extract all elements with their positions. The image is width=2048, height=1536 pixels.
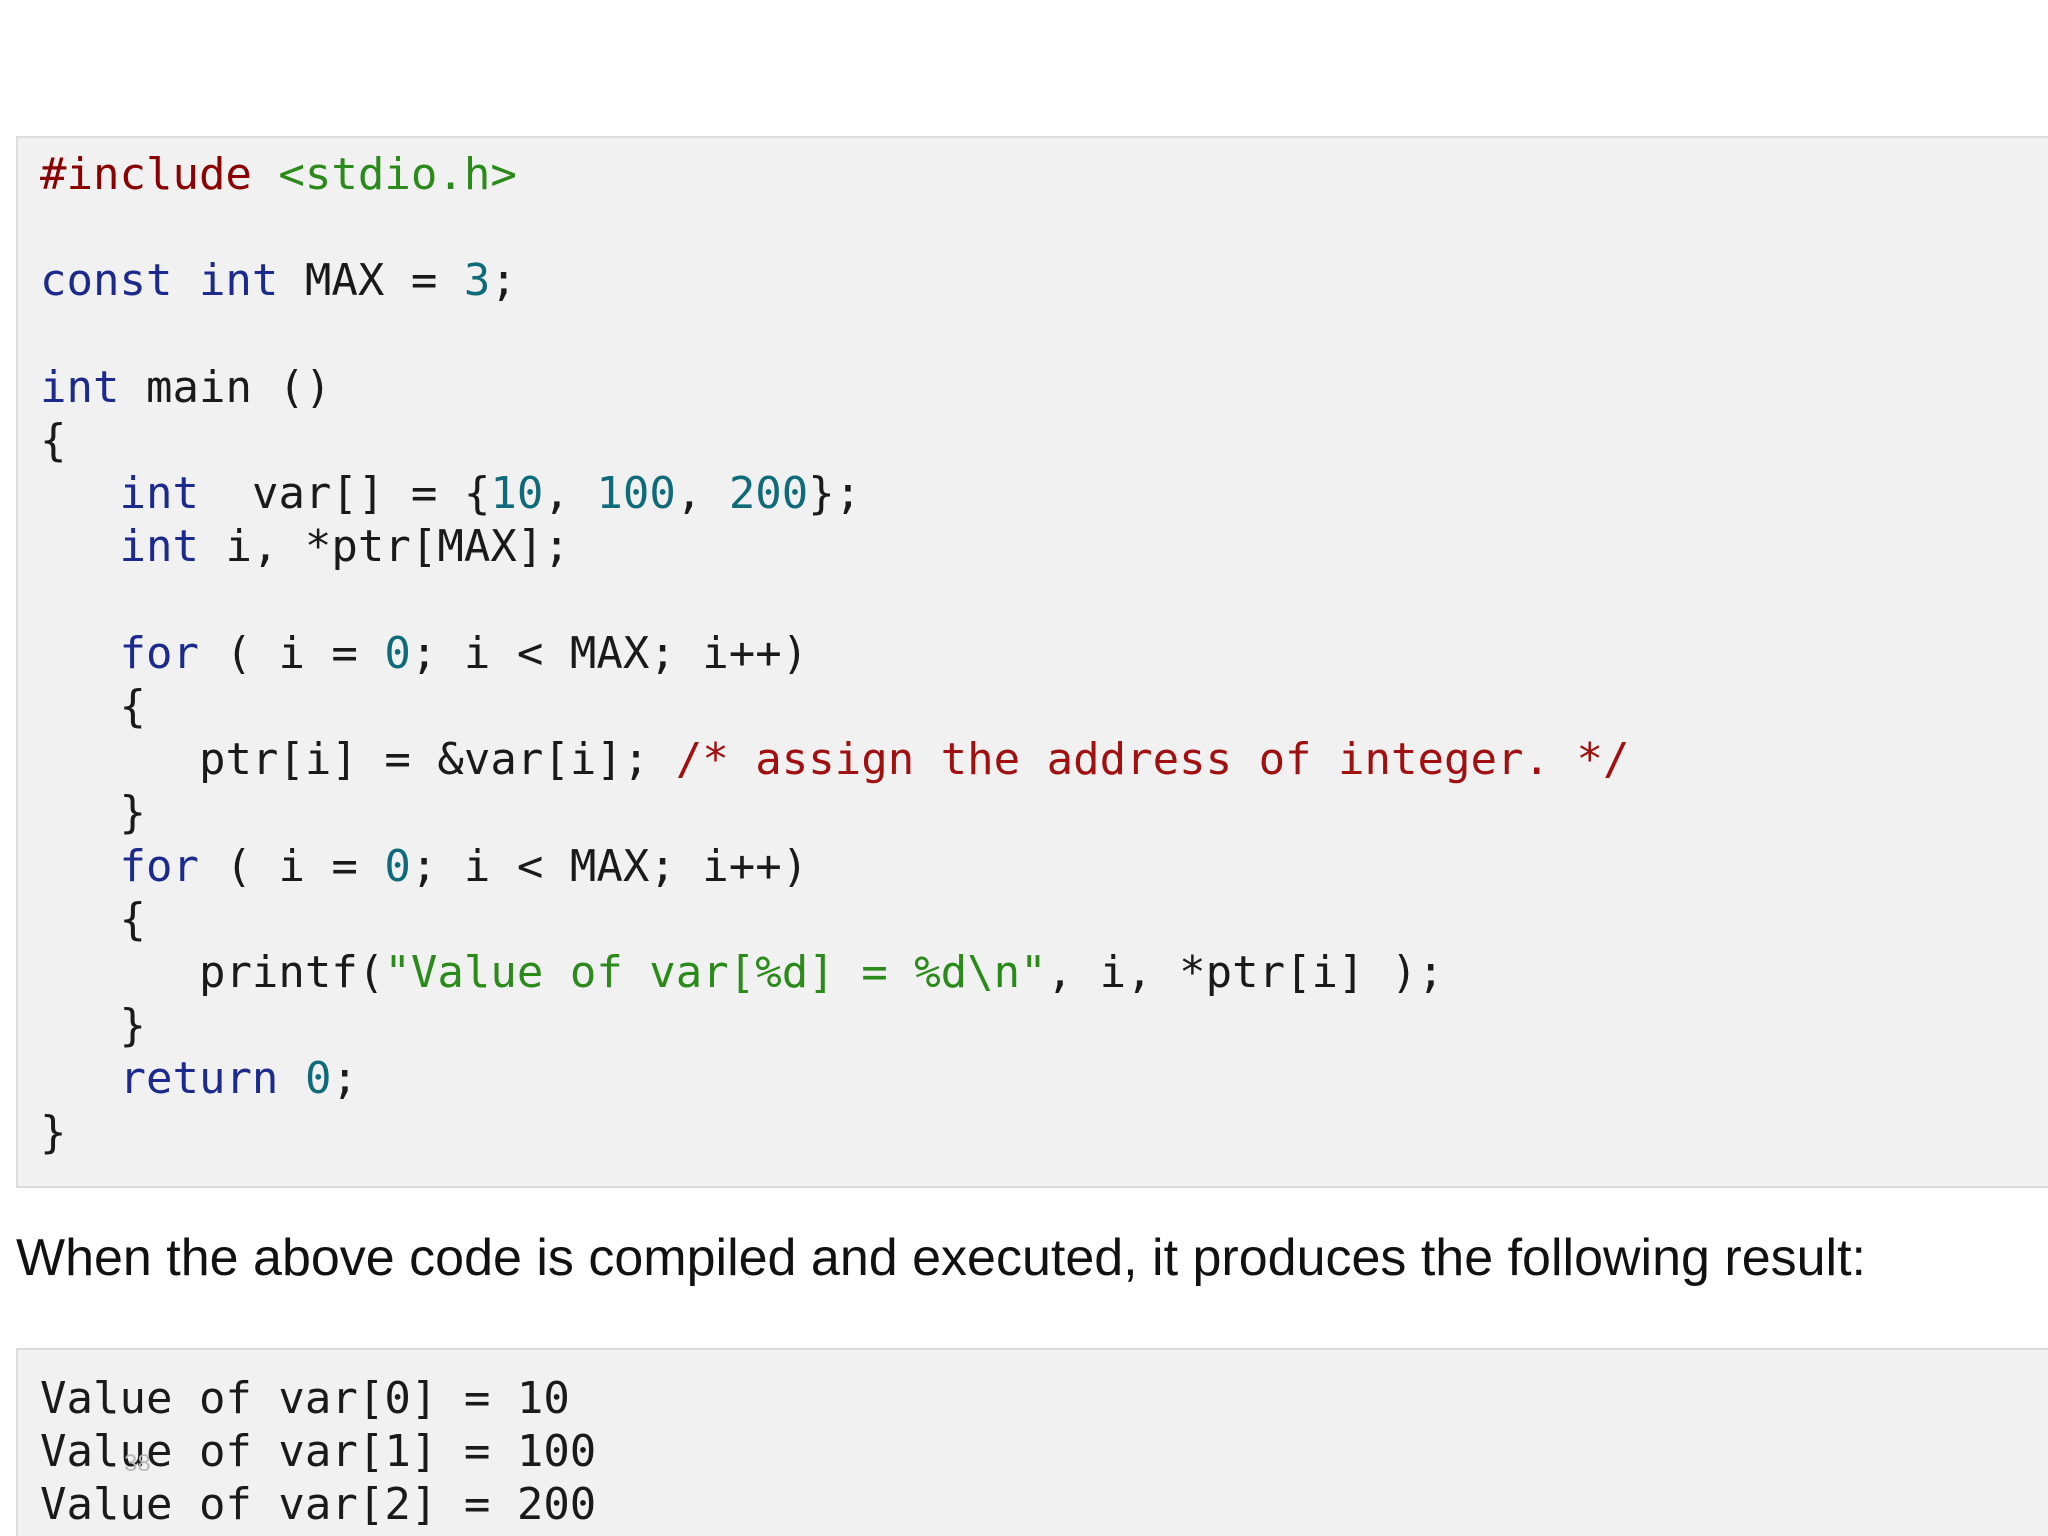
code-text: ; i < MAX; i++) (410, 627, 809, 679)
code-text: printf( (198, 947, 385, 999)
code-text: , i, *ptr[i] ); (1046, 947, 1445, 999)
code-text: i, *ptr[MAX]; (198, 521, 570, 573)
code-number: 3 (463, 255, 491, 307)
code-preprocessor: #include (40, 149, 252, 200)
code-brace: { (119, 893, 146, 945)
code-keyword: int (40, 361, 120, 413)
code-text: }; (808, 468, 862, 520)
output-line: Value of var[2] = 200 (40, 1479, 597, 1531)
code-comment: /* assign the address of integer. */ (675, 734, 1630, 786)
description-text: When the above code is compiled and exec… (16, 1229, 1866, 1287)
code-brace: { (119, 681, 146, 733)
code-header: <stdio.h> (278, 149, 517, 200)
source-code-block: #include <stdio.h> const int MAX = 3; in… (16, 136, 2048, 1188)
output-block: Value of var[0] = 10 Value of var[1] = 1… (16, 1348, 2048, 1536)
code-brace: } (119, 787, 146, 839)
output-line: Value of var[0] = 10 (40, 1373, 570, 1424)
code-number: 200 (728, 468, 809, 520)
page-number: 38 (124, 1450, 151, 1477)
output-text: Value of var[0] = 10 Value of var[1] = 1… (18, 1350, 2048, 1532)
code-text: main () (119, 361, 332, 413)
code-number: 0 (304, 1053, 332, 1105)
code-text: ; (331, 1053, 358, 1105)
source-code: #include <stdio.h> const int MAX = 3; in… (40, 149, 1630, 1158)
code-keyword: int (119, 468, 199, 520)
code-keyword: int (119, 521, 199, 573)
code-text: ; i < MAX; i++) (410, 840, 809, 892)
code-number: 10 (490, 468, 544, 520)
code-keyword: for (119, 627, 199, 679)
code-brace: } (119, 1000, 146, 1052)
code-string: "Value of var[%d] = %d\n" (384, 947, 1047, 999)
code-text: ( i = (198, 840, 385, 892)
code-number: 0 (384, 627, 411, 679)
code-keyword: for (119, 840, 199, 892)
code-number: 0 (384, 840, 411, 892)
code-text: ( i = (198, 627, 385, 679)
code-number: 100 (596, 468, 676, 520)
code-keyword: const int (40, 255, 279, 307)
code-text: var[] = { (198, 468, 491, 520)
output-line: Value of var[1] = 100 (40, 1426, 597, 1478)
code-keyword: return (119, 1053, 279, 1105)
code-text: ptr[i] = &var[i]; (198, 734, 676, 786)
code-text: MAX = (278, 255, 464, 307)
code-text: ; (490, 255, 517, 307)
code-brace: { (40, 415, 67, 467)
code-brace: } (40, 1106, 67, 1158)
